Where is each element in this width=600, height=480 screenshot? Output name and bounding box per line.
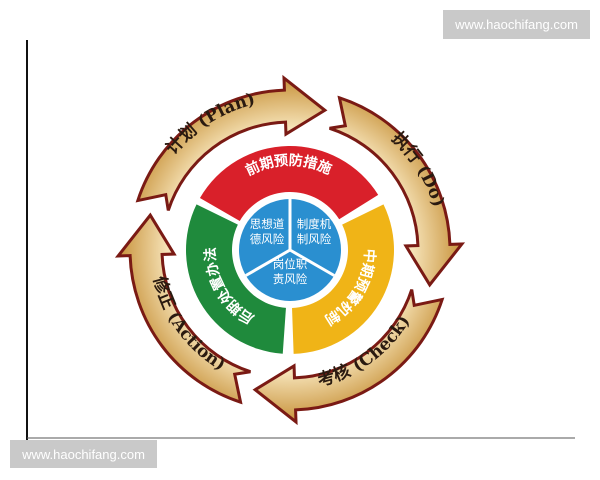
arrow-shape	[135, 74, 328, 211]
arrow-shape	[329, 95, 466, 288]
ring-shape	[199, 146, 379, 221]
ring-segment-prevention: 前期预防措施	[199, 146, 379, 221]
arrow-shape	[114, 212, 251, 405]
ring-shape	[292, 204, 395, 354]
core-divider	[289, 248, 335, 277]
core-label-ideology-risk: 思想道德风险	[250, 217, 285, 246]
watermark-bottom: www.haochifang.com	[10, 440, 157, 468]
ring-shape	[185, 204, 286, 354]
watermark-top: www.haochifang.com	[443, 10, 590, 39]
core-label-position-risk: 岗位职责风险	[273, 257, 308, 286]
core-divider	[245, 248, 291, 277]
arrow-shape	[252, 289, 445, 426]
core-label-system-risk: 制度机制风险	[297, 217, 332, 246]
